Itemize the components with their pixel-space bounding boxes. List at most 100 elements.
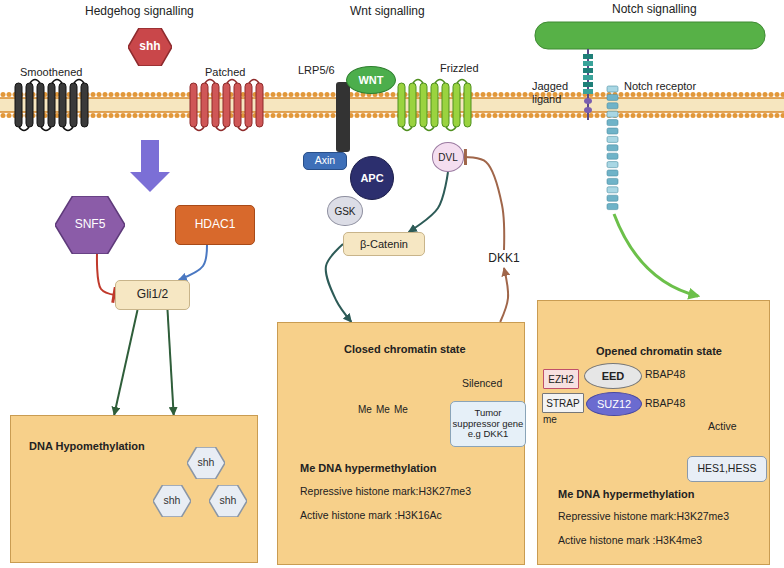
text-label: Me — [358, 404, 372, 416]
illustration-part — [0, 112, 784, 119]
illustration-part — [15, 80, 471, 131]
molecule-box: shh — [187, 447, 225, 479]
node-label: HES1,HESS — [698, 463, 757, 475]
illustration-part — [59, 83, 66, 127]
illustration-part — [256, 83, 263, 127]
illustration-part — [607, 204, 618, 210]
chromatin-panel: DNA Hypomethylationshhshhshh — [10, 415, 258, 563]
node-label: APC — [360, 172, 383, 184]
text-label: Notch receptor — [624, 80, 696, 93]
text-label: RBAP48 — [645, 368, 685, 380]
illustration-part — [446, 127, 456, 131]
illustration-part — [607, 120, 618, 126]
illustration-part — [431, 83, 438, 127]
node-body: GSK — [328, 197, 361, 225]
molecule-box: Gli1/2 — [115, 280, 190, 310]
node-label: Axin — [315, 155, 335, 167]
illustration-part — [584, 98, 592, 104]
illustration-part — [607, 145, 618, 151]
node-label: shh — [220, 495, 237, 507]
text-label: Jagged ligand — [532, 80, 582, 105]
panel-title: DNA Hypomethylation — [29, 440, 145, 452]
text-label: RBAP48 — [645, 397, 685, 409]
text-label: Active histone mark :H3K4me3 — [558, 534, 702, 546]
illustration-part — [614, 214, 698, 296]
node-body: HES1,HESS — [688, 457, 766, 481]
illustration-part — [583, 75, 593, 80]
illustration-part — [607, 86, 618, 210]
illustration-part — [464, 83, 471, 127]
illustration-part — [607, 153, 618, 159]
node-label: shh — [139, 40, 160, 53]
molecule-box: EED — [584, 363, 642, 389]
node-label: EED — [602, 370, 625, 382]
chromatin-panel: Opened chromatin stateEZH2EEDSTRAPSUZ12H… — [537, 300, 770, 565]
illustration-part — [190, 80, 263, 131]
hexagon-outline — [209, 485, 247, 517]
illustration-part — [583, 68, 593, 73]
illustration-part — [424, 127, 434, 131]
molecule-box: DVL — [432, 142, 465, 172]
illustration-part — [63, 127, 73, 131]
hexagon-outline — [187, 447, 225, 479]
illustration-part — [583, 82, 593, 87]
activation-arrow — [114, 310, 137, 415]
node-body: DKK1 — [482, 250, 526, 268]
node-body: HDAC1 — [176, 206, 254, 244]
illustration-part — [583, 61, 593, 66]
illustration-part — [409, 83, 416, 127]
node-label: GSK — [334, 206, 355, 217]
text-label: me — [543, 414, 557, 426]
text-label: Smoothened — [20, 66, 82, 79]
illustration-part — [584, 107, 592, 113]
node-body: Axin — [304, 153, 346, 169]
molecule-box: β-Catenin — [343, 232, 425, 256]
activation-arrow — [409, 172, 448, 232]
node-label: Tumor suppressor gene e.g DKK1 — [451, 408, 525, 439]
illustration-part — [41, 127, 51, 131]
node-body: WNT — [347, 67, 395, 93]
illustration-part — [249, 80, 259, 84]
illustration-part — [216, 127, 226, 131]
illustration-part — [453, 83, 460, 127]
molecule-box: STRAP — [542, 393, 583, 413]
molecule-box: EZH2 — [543, 369, 579, 389]
text-label: Hedgehog signalling — [85, 5, 194, 19]
illustration-part — [223, 83, 230, 127]
node-body: shh — [128, 28, 172, 66]
illustration-part — [15, 83, 22, 127]
hexagon-outline — [153, 485, 191, 517]
molecule-box: shh — [209, 485, 247, 517]
node-body: SNF5 — [55, 196, 125, 254]
node-label: β-Catenin — [360, 238, 408, 250]
molecule-box: Tumor suppressor gene e.g DKK1 — [450, 401, 526, 447]
inhibition-arrow — [464, 157, 504, 250]
node-body: shh — [187, 447, 225, 479]
node-body: Tumor suppressor gene e.g DKK1 — [451, 402, 525, 446]
molecule-box: WNT — [346, 66, 396, 94]
illustration-part — [607, 103, 618, 109]
illustration-part — [398, 80, 471, 131]
illustration-part — [398, 83, 405, 127]
molecule-box: Axin — [303, 152, 347, 170]
illustration-part — [435, 80, 445, 84]
illustration-part — [607, 162, 618, 168]
illustration-part — [413, 80, 423, 84]
illustration-part — [194, 127, 204, 131]
node-body: SUZ12 — [587, 393, 641, 415]
molecule-box: SNF5 — [55, 196, 125, 254]
text-label: LRP5/6 — [298, 64, 335, 77]
text-label: Wnt signalling — [350, 5, 425, 19]
illustration-part — [402, 127, 412, 131]
node-body: Gli1/2 — [116, 281, 189, 309]
activation-arrow — [500, 268, 508, 322]
text-label: Active histone mark :H3K16Ac — [300, 509, 442, 521]
hexagon-outline — [128, 28, 172, 66]
illustration-part — [583, 54, 593, 59]
activation-arrow — [168, 310, 174, 415]
text-label: Active — [708, 420, 737, 432]
illustration-part — [238, 127, 248, 131]
illustration-part — [607, 128, 618, 134]
node-label: EZH2 — [548, 374, 574, 385]
